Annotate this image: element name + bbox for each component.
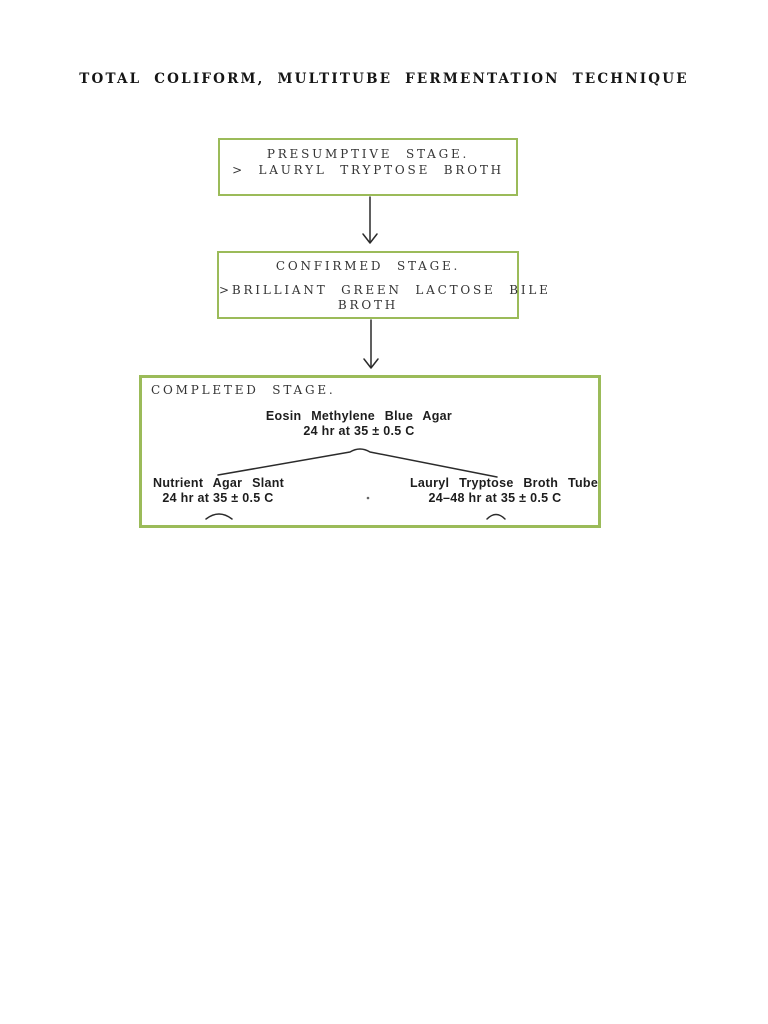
root-medium-incubation: 24 hr at 35 ± 0.5 C <box>303 424 415 438</box>
completed-stage-title: COMPLETED STAGE. <box>151 383 336 397</box>
confirmed-stage-title: CONFIRMED STAGE. <box>275 259 461 273</box>
left-branch-block: Nutrient Agar Slant 24 hr at 35 ± 0.5 C <box>153 476 285 506</box>
arrow-down-icon <box>363 319 379 369</box>
presumptive-stage-title: PRESUMPTIVE STAGE. <box>266 147 470 161</box>
presumptive-stage-medium: > LAURYL TRYPTOSE BROTH <box>232 163 504 177</box>
branch-lines-icon <box>205 448 506 520</box>
confirmed-stage-medium-line2: BROTH <box>337 298 399 312</box>
presumptive-stage-box: PRESUMPTIVE STAGE. > LAURYL TRYPTOSE BRO… <box>218 138 518 196</box>
scan-artifact-dot <box>366 496 370 500</box>
right-branch-block: Lauryl Tryptose Broth Tube 24–48 hr at 3… <box>410 476 599 506</box>
right-branch-incubation: 24–48 hr at 35 ± 0.5 C <box>428 491 562 505</box>
confirmed-stage-box: CONFIRMED STAGE. >BRILLIANT GREEN LACTOS… <box>217 251 551 319</box>
root-medium-name: Eosin Methylene Blue Agar <box>265 409 453 423</box>
left-branch-name: Nutrient Agar Slant <box>153 476 285 490</box>
left-branch-incubation: 24 hr at 35 ± 0.5 C <box>162 491 274 505</box>
root-medium-block: Eosin Methylene Blue Agar 24 hr at 35 ± … <box>142 409 576 439</box>
confirmed-stage-medium-line1: >BRILLIANT GREEN LACTOSE BILE <box>219 283 551 297</box>
right-branch-name: Lauryl Tryptose Broth Tube <box>410 476 599 490</box>
completed-stage-box: COMPLETED STAGE. Eosin Methylene Blue Ag… <box>139 375 601 528</box>
page-title: TOTAL COLIFORM, MULTITUBE FERMENTATION T… <box>79 71 689 87</box>
arrow-down-icon <box>362 196 378 244</box>
